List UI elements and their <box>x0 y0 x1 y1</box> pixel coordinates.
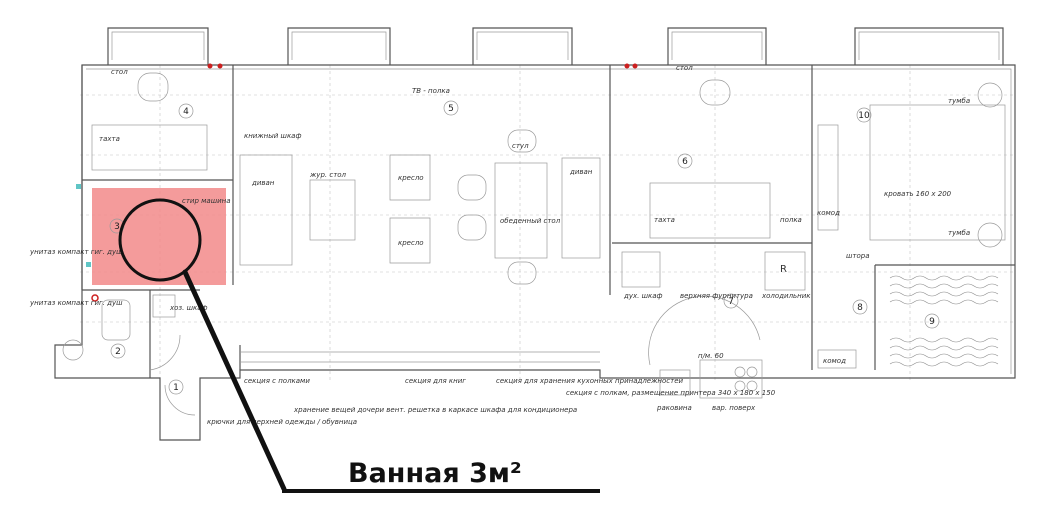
furniture-labels: стол ТВ - полка стол тумба тахта книжный… <box>29 64 970 426</box>
label-duh-shkaf: дух. шкаф <box>623 292 662 300</box>
callout-caption: Ванная 3м² <box>348 458 522 489</box>
label-verhnyaya-fornitura: верхняя фурнитура <box>680 292 753 300</box>
label-tahta-left: тахта <box>99 135 120 143</box>
outer-walls <box>54 64 1016 441</box>
callout-circle <box>118 198 202 282</box>
interior-walls <box>82 65 1015 378</box>
room-number-4: 4 <box>183 107 189 117</box>
label-knizhny-shkaf: книжный шкаф <box>244 132 301 140</box>
label-tumba-bottom: тумба <box>948 229 970 237</box>
label-kreslo-1: кресло <box>398 174 424 182</box>
label-sekciya-knig: секция для книг <box>405 377 466 385</box>
label-kreslo-2: кресло <box>398 239 424 247</box>
label-rakovina: раковина <box>656 404 692 412</box>
room-number-7: 7 <box>728 297 734 307</box>
label-tv-polka: ТВ - полка <box>412 87 450 95</box>
room-number-6: 6 <box>682 157 688 167</box>
callout-leader <box>182 269 287 492</box>
label-divan-left: диван <box>251 179 275 187</box>
label-stir-mashina: стир машина <box>182 197 231 205</box>
label-shtora: штора <box>846 252 870 260</box>
label-stol-top-right: стол <box>676 64 693 72</box>
label-pm: п/м. 60 <box>698 352 724 360</box>
room-number-10: 10 <box>858 111 870 121</box>
label-stul: стул <box>512 142 529 150</box>
label-sekciya-kuhni: секция для хранения кухонных принадлежно… <box>496 377 684 385</box>
storage-hatching <box>889 275 999 367</box>
room-number-1: 1 <box>173 383 179 393</box>
room-number-3: 3 <box>114 222 120 232</box>
room-number-9: 9 <box>929 317 935 327</box>
bathroom-highlight <box>92 188 226 285</box>
label-unitaz-1: унитаз компакт гиг. душ <box>29 248 123 256</box>
callout: Ванная 3м² <box>118 198 600 493</box>
label-hoz-shkaf: хоз. шкаф <box>169 304 208 312</box>
window-bays <box>107 27 1004 65</box>
fridge-mark: R <box>780 264 787 275</box>
label-stol-top-left: стол <box>111 68 128 76</box>
label-komod-1: комод <box>817 209 840 217</box>
red-markers <box>76 63 638 302</box>
label-kryuchki: крючки для верхней одежды / обувница <box>207 418 357 426</box>
label-zhur-stol: жур. стол <box>309 171 347 179</box>
label-sekciya-polki: секция с полками <box>244 377 310 385</box>
label-unitaz-2: унитаз компакт гиг. душ <box>29 299 123 307</box>
label-var-poverh: вар. поверх <box>712 404 756 412</box>
room-number-5: 5 <box>448 104 454 114</box>
label-obedenny-stol: обеденный стол <box>500 217 561 225</box>
room-number-2: 2 <box>115 347 121 357</box>
label-holodilnik: холодильник <box>761 292 811 300</box>
label-tumba-top: тумба <box>948 97 970 105</box>
label-polka: полка <box>780 216 802 224</box>
label-hranenie: хранение вещей дочери вент. решетка в ка… <box>293 406 577 414</box>
label-komod-2: комод <box>823 357 846 365</box>
label-krovat: кровать 160 х 200 <box>884 190 952 198</box>
room-number-8: 8 <box>857 303 863 313</box>
label-sekciya-printer: секция с полкам, размещение принтера 340… <box>566 389 776 397</box>
furniture <box>62 72 1006 416</box>
bottom-fade <box>0 452 1039 505</box>
label-divan-right: диван <box>569 168 593 176</box>
label-tahta-right: тахта <box>654 216 675 224</box>
